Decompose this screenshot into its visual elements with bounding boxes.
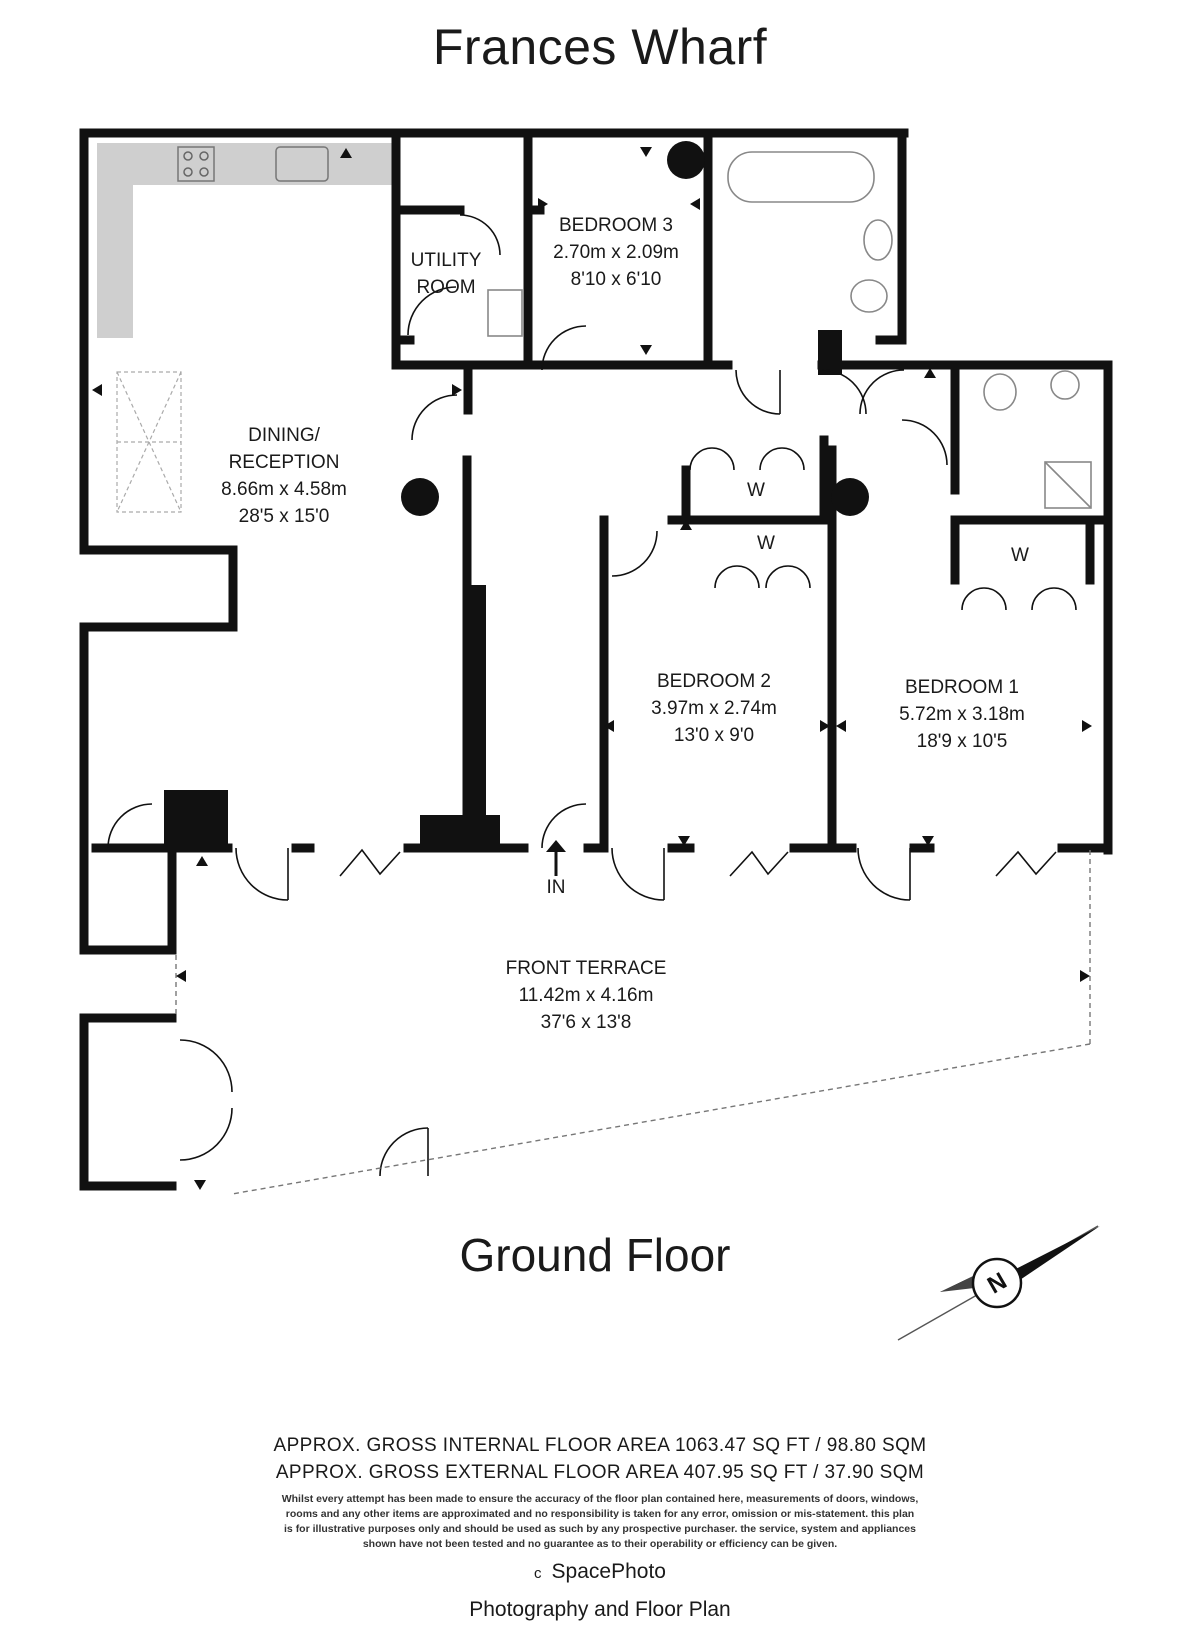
dining-table: [116, 371, 182, 513]
compass-north-letter: N: [983, 1267, 1012, 1299]
utility-room-name-line2: ROOM: [416, 277, 476, 298]
dining-name-line1: DINING/: [248, 425, 320, 446]
bedroom-1-name: BEDROOM 1: [904, 677, 1020, 698]
bedroom-2-label: BEDROOM 2 3.97m x 2.74m 13'0 x 9'0: [651, 668, 777, 749]
front-terrace-metric: 11.42m x 4.16m: [518, 985, 654, 1006]
external-area: APPROX. GROSS EXTERNAL FLOOR AREA 407.95…: [275, 1462, 925, 1483]
wardrobe-label: W: [757, 533, 775, 554]
entrance-label: IN: [546, 877, 566, 898]
walls: [79, 128, 1113, 1191]
utility-room-label: UTILITY ROOM: [411, 247, 482, 301]
wall-blocks: [164, 330, 842, 848]
bedroom-3-label: BEDROOM 3 2.70m x 2.09m 8'10 x 6'10: [553, 212, 679, 293]
doors: [107, 214, 1077, 1177]
front-terrace-imperial: 37'6 x 13'8: [540, 1012, 632, 1033]
internal-area: APPROX. GROSS INTERNAL FLOOR AREA 1063.4…: [273, 1435, 927, 1456]
floor-name: Ground Floor: [459, 1229, 731, 1281]
dining-name-line2: RECEPTION: [228, 452, 340, 473]
disclaimer: Whilst every attempt has been made to en…: [281, 1493, 919, 1550]
wardrobe-label: W: [747, 480, 765, 501]
copyright-owner: SpacePhoto: [551, 1560, 666, 1583]
kitchen-counter: [97, 143, 397, 338]
footer: APPROX. GROSS INTERNAL FLOOR AREA 1063.4…: [0, 1432, 1200, 1622]
copyright-line: c SpacePhoto: [0, 1560, 1200, 1584]
wardrobe-label: W: [1011, 545, 1029, 566]
utility-room-name-line1: UTILITY: [410, 250, 482, 271]
bedroom-3-name: BEDROOM 3: [558, 215, 674, 236]
credit-line: Photography and Floor Plan: [469, 1598, 731, 1621]
terrace-boundary: [175, 850, 1091, 1195]
bathroom-fixtures: [487, 151, 1092, 509]
bedroom-3-metric: 2.70m x 2.09m: [553, 242, 679, 263]
bedroom-3-imperial: 8'10 x 6'10: [570, 269, 662, 290]
page-title: Frances Wharf: [432, 19, 768, 75]
entrance-arrow: [546, 840, 566, 876]
copyright-symbol: c: [534, 1565, 542, 1582]
bedroom-1-imperial: 18'9 x 10'5: [916, 731, 1008, 752]
compass-icon: [897, 1225, 1100, 1341]
bedroom-2-imperial: 13'0 x 9'0: [673, 725, 755, 746]
dimension-markers: [92, 147, 1092, 1190]
dining-metric: 8.66m x 4.58m: [221, 479, 347, 500]
bedroom-1-metric: 5.72m x 3.18m: [899, 704, 1025, 725]
bedroom-2-name: BEDROOM 2: [656, 671, 772, 692]
front-terrace-name: FRONT TERRACE: [505, 958, 667, 979]
columns: [401, 141, 869, 516]
front-terrace-label: FRONT TERRACE 11.42m x 4.16m 37'6 x 13'8: [506, 955, 667, 1036]
dining-reception-label: DINING/ RECEPTION 8.66m x 4.58m 28'5 x 1…: [221, 422, 347, 530]
bedroom-1-label: BEDROOM 1 5.72m x 3.18m 18'9 x 10'5: [899, 674, 1025, 755]
dining-imperial: 28'5 x 15'0: [238, 506, 330, 527]
bedroom-2-metric: 3.97m x 2.74m: [651, 698, 777, 719]
